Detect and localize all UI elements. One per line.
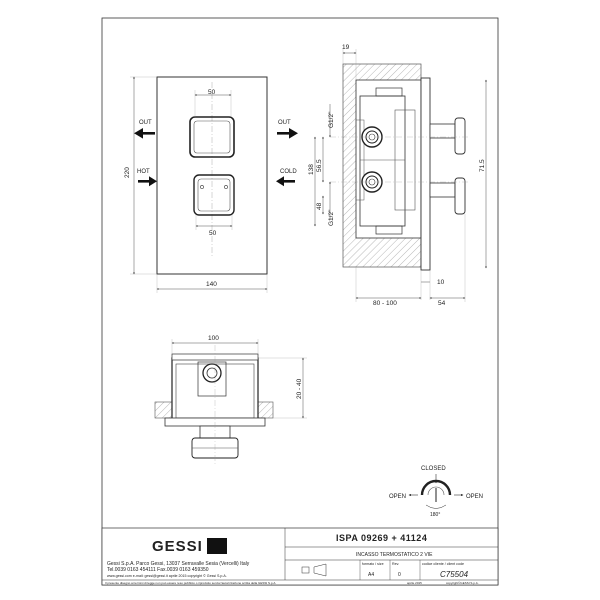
- out-right-label: OUT: [278, 120, 291, 126]
- angle-label: 180°: [430, 512, 440, 518]
- side-plate: [420, 77, 431, 271]
- rev-label: Rev.: [392, 562, 399, 566]
- client-code-label: codice cliente / client code: [422, 562, 464, 566]
- dim-height: 220: [124, 167, 131, 178]
- company-web: www.gessi.com e-mail: gessi@gessi.it apr…: [107, 574, 227, 578]
- product-description: INCASSO TERMOSTATICO 2 VIE: [356, 552, 433, 558]
- dim-80-100: 80 - 100: [373, 300, 397, 307]
- cold-inlet-arrow: [276, 176, 295, 187]
- dim-10: 10: [437, 279, 445, 286]
- rev-value: 0: [398, 572, 401, 578]
- client-code-value: C75504: [440, 570, 469, 579]
- dim-g-upper: G1/2": [328, 111, 335, 128]
- projection-symbol-icon: [301, 563, 327, 577]
- legal-notice: Il presente disegno ai termini di legge …: [105, 581, 276, 585]
- dim-bottom-handle: 50: [209, 230, 217, 237]
- out-left-arrow: [134, 128, 155, 139]
- footer-date: aprile 2015: [407, 581, 422, 585]
- front-plate: [156, 76, 268, 275]
- format-label: formato / size: [362, 562, 384, 566]
- top-port: [202, 363, 222, 383]
- hot-label: HOT: [137, 169, 150, 175]
- dim-width: 140: [206, 281, 217, 288]
- open-left-label: OPEN: [389, 494, 406, 500]
- dim-56-5: 56.5: [316, 159, 323, 172]
- dim-54: 54: [438, 300, 446, 307]
- dim-138: 138: [308, 164, 315, 175]
- dim-48: 48: [316, 202, 323, 210]
- lower-handle-profile: [429, 177, 466, 215]
- out-right-arrow: [277, 128, 298, 139]
- dim-g-lower: G1/2": [328, 209, 335, 226]
- front-view: 50 50 220 140 OUT OUT HOT: [124, 76, 298, 293]
- top-section-view: 100 20 - 40: [154, 335, 307, 465]
- closed-label: CLOSED: [421, 466, 446, 472]
- product-code: ISPA 09269 + 41124: [336, 533, 427, 543]
- company-contacts: Tel.0039 0163 454111 Fax.0039 0163 45935…: [107, 567, 209, 573]
- dim-20-40: 20 - 40: [296, 378, 303, 399]
- out-left-label: OUT: [139, 120, 152, 126]
- dim-100: 100: [208, 335, 219, 342]
- cold-label: COLD: [280, 169, 297, 175]
- open-right-label: OPEN: [466, 494, 483, 500]
- upper-handle: [189, 116, 235, 158]
- company-address: Gessi S.p.A. Parco Gessi, 13037 Serraval…: [107, 561, 250, 567]
- lower-handle: [193, 174, 235, 216]
- title-block: GESSI Gessi S.p.A. Parco Gessi, 13037 Se…: [101, 527, 499, 586]
- rotation-diagram: CLOSED OPEN OPEN 180°: [389, 466, 483, 518]
- side-section-view: 19 G1/2" G1/2" 138 56.5 48 71.5 10 80 - …: [308, 44, 487, 307]
- logo-text: GESSI: [152, 538, 203, 555]
- upper-handle-profile: [429, 117, 466, 155]
- gessi-logo: GESSI: [152, 538, 227, 555]
- hot-inlet-arrow: [138, 176, 157, 187]
- dim-top-handle: 50: [208, 89, 216, 96]
- dim-19: 19: [342, 44, 350, 51]
- dim-71-5: 71.5: [479, 159, 486, 172]
- format-value: A4: [368, 572, 374, 578]
- footer-copyright: copyright©GESSI S.p.A.: [446, 581, 479, 585]
